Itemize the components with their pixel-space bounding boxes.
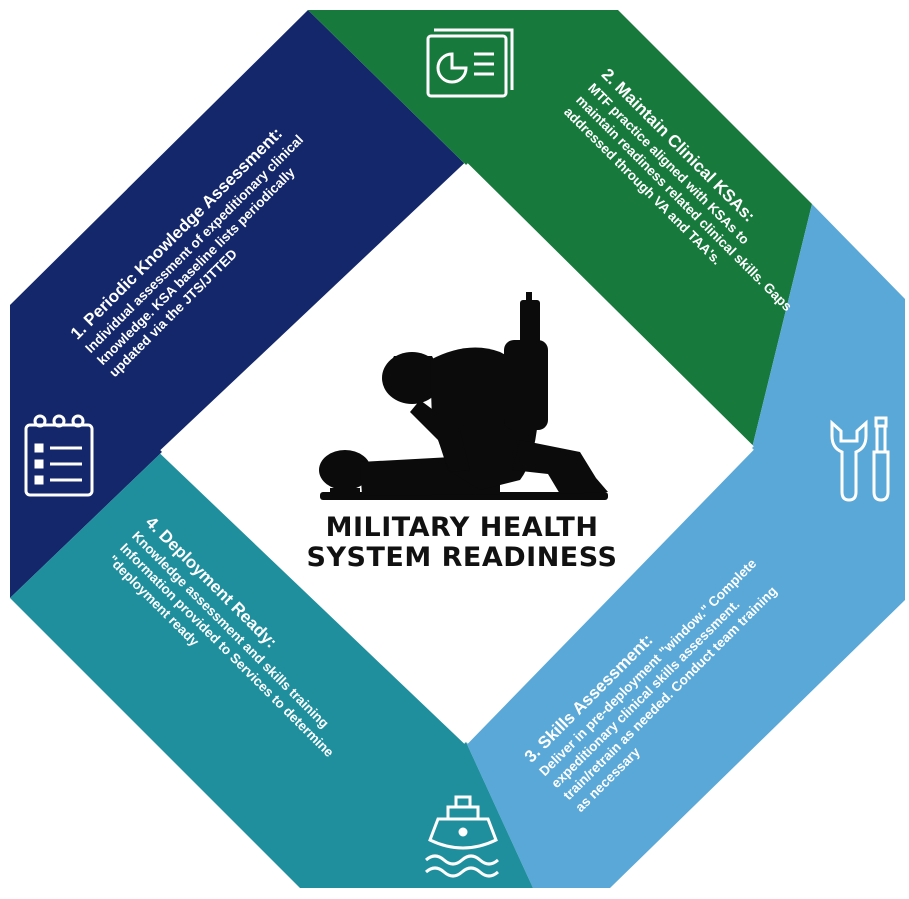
- quadrant-navy: [10, 10, 466, 598]
- quadrant-light-blue: [466, 204, 905, 888]
- center-title: MILITARY HEALTH SYSTEM READINESS: [302, 513, 622, 573]
- center-title-line-2: SYSTEM READINESS: [306, 542, 618, 573]
- quadrant-teal: [10, 452, 533, 888]
- ship-icon: [425, 795, 499, 878]
- soldier-silhouette: [319, 292, 608, 500]
- wrench-screwdriver-icon: [830, 416, 890, 502]
- notepad-checklist-icon: [24, 414, 94, 497]
- quadrant-green: [308, 10, 812, 448]
- center-title-line-1: MILITARY HEALTH: [325, 512, 599, 543]
- presentation-slides-icon: [426, 28, 514, 98]
